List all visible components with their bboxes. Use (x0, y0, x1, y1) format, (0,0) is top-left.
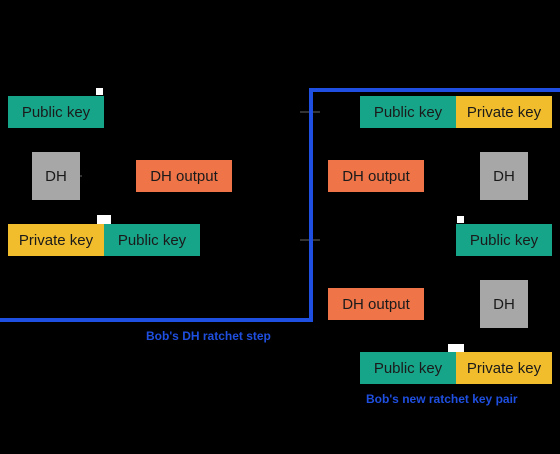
dh-label: DH (493, 167, 515, 185)
private-key-label: Private key (466, 359, 542, 377)
dh-output-label: DH output (150, 167, 218, 185)
dh-output-box: DH output (136, 160, 232, 192)
public-key-label: Public key (21, 103, 91, 121)
dh-output-box: DH output (328, 160, 424, 192)
public-key-box: Public key (360, 352, 456, 384)
notch-marker (457, 216, 464, 223)
notch-marker (96, 88, 103, 95)
public-key-box: Public key (456, 224, 552, 256)
notch-marker (448, 344, 464, 352)
dh-output-box: DH output (328, 288, 424, 320)
public-key-label: Public key (117, 231, 187, 249)
public-key-label: Public key (373, 359, 443, 377)
private-key-label: Private key (466, 103, 542, 121)
public-key-label: Public key (373, 103, 443, 121)
ratchet-step-line (0, 88, 560, 322)
public-key-label: Public key (469, 231, 539, 249)
notch-marker (97, 215, 111, 224)
private-key-box: Private key (456, 96, 552, 128)
dh-label: DH (45, 167, 67, 185)
dh-function-box: DH (32, 152, 80, 200)
dh-label: DH (493, 295, 515, 313)
private-key-box: Private key (456, 352, 552, 384)
private-key-box: Private key (8, 224, 104, 256)
public-key-box: Public key (104, 224, 200, 256)
new-ratchet-key-pair-caption: Bob's new ratchet key pair (366, 392, 518, 406)
public-key-box: Public key (8, 96, 104, 128)
dh-ratchet-step-caption: Bob's DH ratchet step (146, 329, 271, 343)
public-key-box: Public key (360, 96, 456, 128)
private-key-label: Private key (18, 231, 94, 249)
dh-function-box: DH (480, 280, 528, 328)
dh-output-label: DH output (342, 167, 410, 185)
dh-function-box: DH (480, 152, 528, 200)
dh-output-label: DH output (342, 295, 410, 313)
